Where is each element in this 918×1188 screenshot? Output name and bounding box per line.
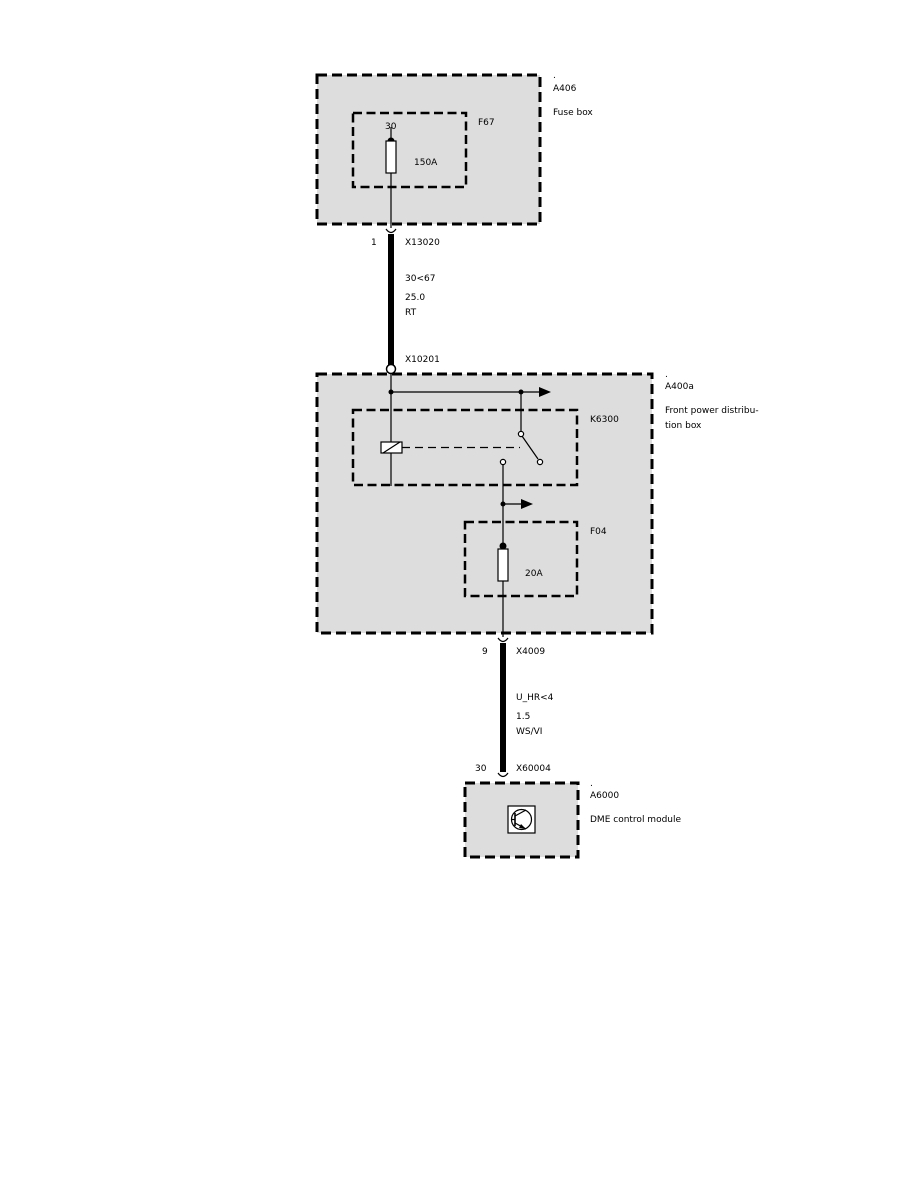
a400a-name-line1: Front power distribu-: [665, 406, 759, 416]
a6000-name: DME control module: [590, 815, 681, 825]
fuse-f04-terminal-dot: [499, 542, 507, 550]
switch-contact-top: [517, 430, 525, 438]
f67-terminal: 30: [385, 122, 397, 132]
a406-name: Fuse box: [553, 108, 593, 118]
x4009-pin: 9: [482, 647, 488, 657]
wire1-signal: 30<67: [405, 274, 435, 284]
a400a-name-line2: tion box: [665, 421, 702, 431]
x60004-pin: 30: [475, 764, 487, 774]
x60004-id: X60004: [516, 764, 551, 774]
connector-x13020-icon: [385, 228, 397, 234]
a6000-id: A6000: [590, 791, 619, 801]
x10201-id: X10201: [405, 355, 440, 365]
fuse-f67-icon: [385, 140, 397, 174]
fuse-f04-icon: [497, 548, 509, 582]
wire1-size: 25.0: [405, 293, 425, 303]
fuse-box-a406: [315, 73, 542, 228]
relay-k6300-outline: [351, 408, 579, 487]
connector-x60004-icon: [497, 772, 509, 778]
f04-id: F04: [590, 527, 607, 537]
fuse-box-outline: [315, 73, 542, 226]
x4009-id: X4009: [516, 647, 545, 657]
f67-id: F67: [478, 118, 495, 128]
switch-contact-output: [499, 458, 507, 466]
wire2-color: WS/VI: [516, 727, 542, 737]
connector-x4009-icon: [497, 637, 509, 643]
a400a-dot: .: [665, 370, 668, 380]
bus-junction-dot: [388, 389, 394, 395]
wire2-signal: U_HR<4: [516, 693, 554, 703]
a400a-id: A400a: [665, 382, 694, 392]
transistor-icon: [507, 805, 536, 834]
switch-contact-end: [536, 458, 544, 466]
k6300-id: K6300: [590, 415, 619, 425]
switch-blade: [521, 435, 539, 460]
power-distribution-box-a400a: [315, 372, 654, 637]
dme-module-a6000: [463, 781, 580, 859]
distribution-box-outline: [315, 372, 654, 635]
x13020-pin: 1: [371, 238, 377, 248]
connector-x10201-icon: [385, 363, 397, 375]
bus-arrow-icon: [539, 387, 551, 397]
relay-coil-slash: [382, 441, 401, 454]
a406-dot: .: [553, 71, 556, 81]
f04-rating: 20A: [525, 569, 543, 579]
x13020-id: X13020: [405, 238, 440, 248]
a406-id: A406: [553, 84, 577, 94]
wire2-size: 1.5: [516, 712, 530, 722]
wire1-color: RT: [405, 308, 417, 318]
fuse-f04-outline: [463, 520, 579, 598]
fuse-f67-outline: [351, 111, 468, 189]
a6000-dot: .: [590, 779, 593, 789]
output-arrow-icon: [521, 499, 533, 509]
f67-rating: 150A: [414, 158, 438, 168]
